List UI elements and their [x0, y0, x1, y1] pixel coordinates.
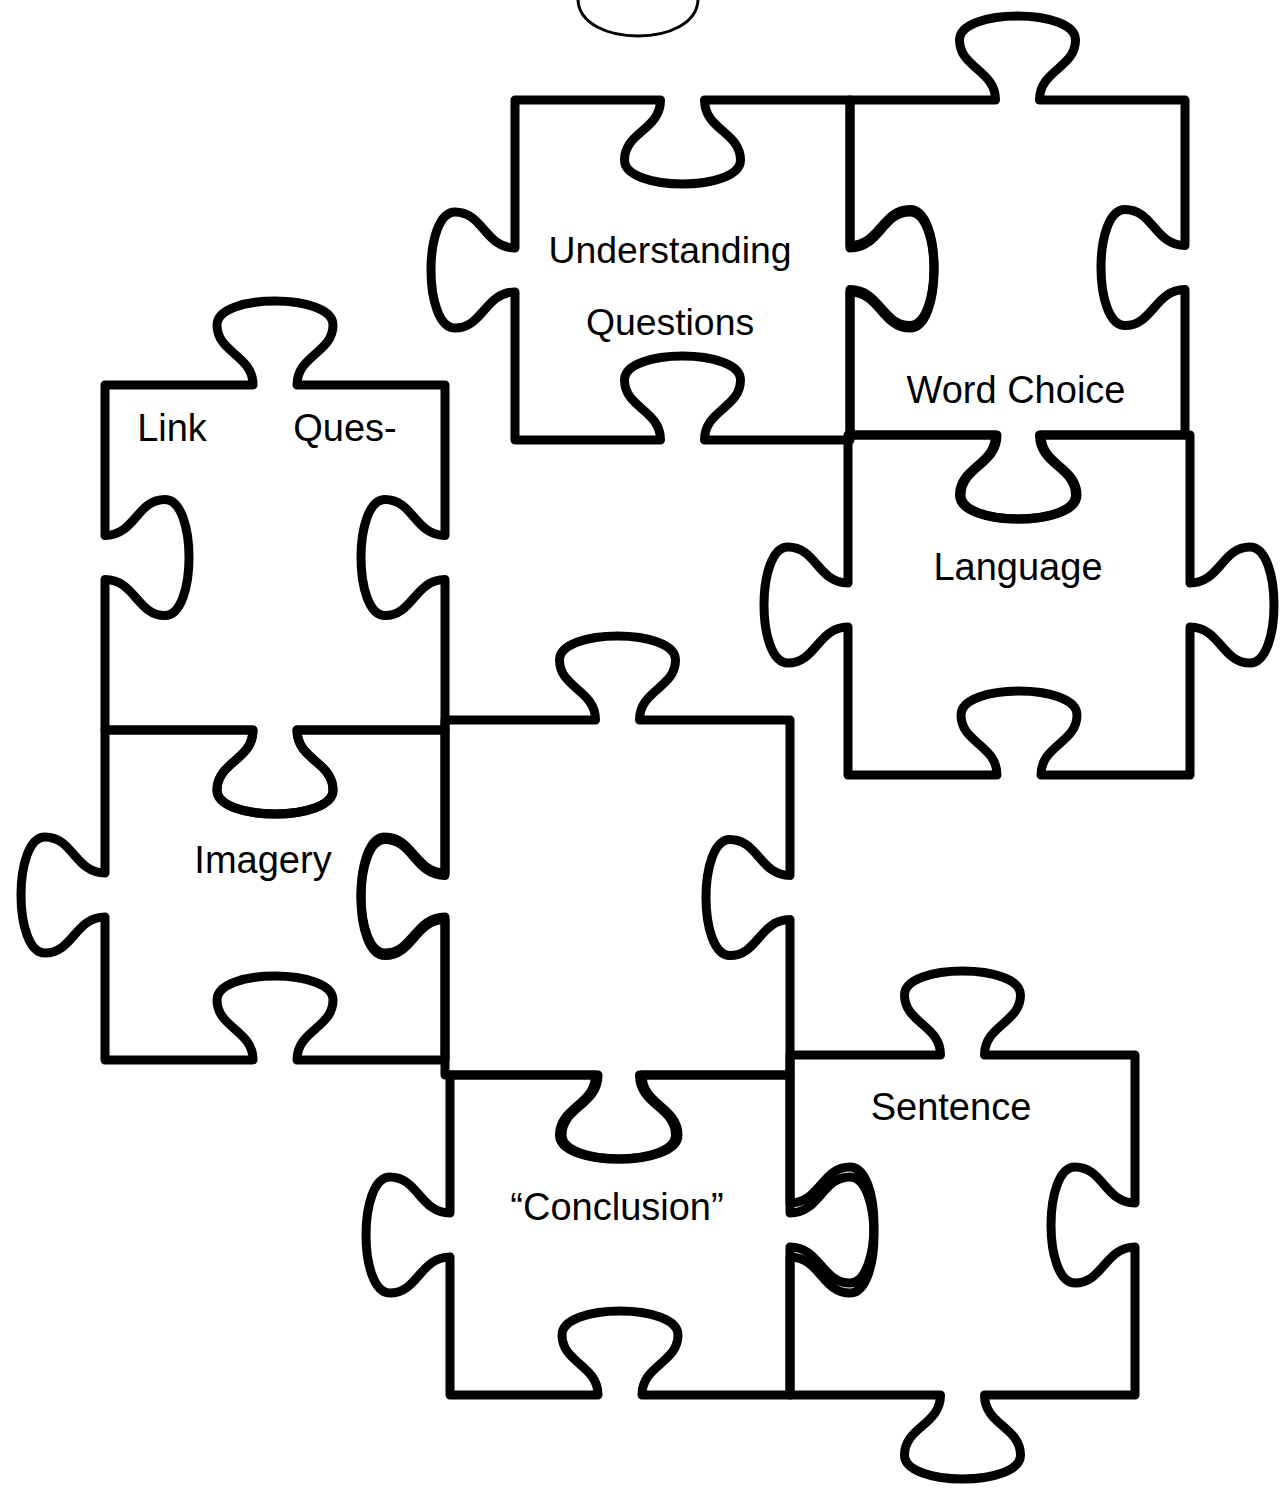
puzzle-piece: Word Choice: [750, 0, 1281, 535]
piece-label: Word Choice: [907, 354, 1126, 426]
puzzle-piece: Imagery: [5, 630, 545, 1160]
piece-outline-path: [21, 730, 445, 1060]
puzzle-piece: Language: [748, 335, 1281, 875]
piece-outline: [750, 0, 1281, 535]
piece-outline: [5, 285, 545, 830]
piece-outline-path: [790, 971, 1135, 1479]
piece-label: Ques-: [293, 392, 396, 464]
piece-outline: [350, 975, 890, 1492]
piece-label: Link: [137, 392, 207, 464]
piece-outline: [5, 630, 545, 1160]
page-number-circle: [578, 0, 698, 36]
piece-label: Understanding Questions: [520, 214, 820, 358]
piece-outline: [690, 955, 1235, 1492]
puzzle-piece: “Conclusion”: [350, 975, 890, 1492]
piece-label: Sentence: [871, 1071, 1032, 1143]
piece-label: “Conclusion”: [510, 1171, 723, 1243]
piece-outline-path: [764, 435, 1274, 775]
piece-label: Imagery: [194, 824, 331, 896]
piece-outline-path: [105, 301, 445, 814]
blank-puzzle-piece: [361, 636, 790, 1159]
puzzle-piece: Understanding Questions: [415, 0, 950, 540]
puzzle-piece: Sentence: [690, 955, 1235, 1492]
puzzle-piece: Link Ques-: [5, 285, 545, 830]
piece-outline-path: [850, 16, 1185, 519]
piece-outline-path: [366, 1075, 874, 1395]
piece-label: Language: [933, 531, 1102, 603]
piece-outline: [748, 335, 1281, 875]
piece-outline-path: [431, 100, 934, 440]
